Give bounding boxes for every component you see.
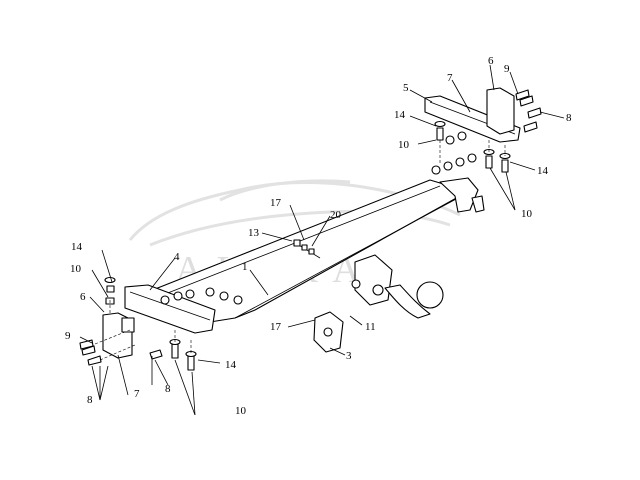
label-13: 13 xyxy=(248,227,260,239)
label-20: 20 xyxy=(330,209,342,221)
label-17-bottom: 17 xyxy=(270,321,282,333)
label-14-left-b: 14 xyxy=(225,359,237,371)
main-crossbar xyxy=(139,177,485,323)
right-plate xyxy=(486,87,515,135)
label-6-right: 6 xyxy=(488,55,494,67)
label-10-left-b: 10 xyxy=(235,405,247,417)
socket-plate xyxy=(313,311,344,353)
label-9-left: 9 xyxy=(65,330,71,342)
part-labels: 1 3 4 5 6 6 7 7 8 8 8 9 9 10 10 10 10 11… xyxy=(65,55,572,417)
label-6-left: 6 xyxy=(80,291,86,303)
label-17-top: 17 xyxy=(270,197,282,209)
left-plate xyxy=(102,312,135,359)
label-7-right: 7 xyxy=(447,72,453,84)
label-14-right-a: 14 xyxy=(394,109,406,121)
label-9-right: 9 xyxy=(504,63,510,75)
label-1: 1 xyxy=(242,261,248,273)
label-14-right-b: 14 xyxy=(537,165,549,177)
label-10-left-a: 10 xyxy=(70,263,82,275)
label-8-left-a: 8 xyxy=(87,394,93,406)
label-10-right-b: 10 xyxy=(521,208,533,220)
label-8-right: 8 xyxy=(566,112,572,124)
left-side-bracket xyxy=(124,284,216,334)
label-8-left-b: 8 xyxy=(165,383,171,395)
tow-ball-assembly xyxy=(351,254,444,319)
label-10-right-a: 10 xyxy=(398,139,410,151)
right-bolt-stack xyxy=(431,89,542,175)
label-5: 5 xyxy=(403,82,409,94)
label-3: 3 xyxy=(346,350,352,362)
label-11: 11 xyxy=(365,321,376,333)
label-7-left: 7 xyxy=(134,388,140,400)
left-bolt-stack xyxy=(79,276,243,385)
leader-lines xyxy=(79,64,565,416)
center-bolt-set xyxy=(293,239,321,259)
label-14-left-a: 14 xyxy=(71,241,83,253)
label-4: 4 xyxy=(174,251,180,263)
